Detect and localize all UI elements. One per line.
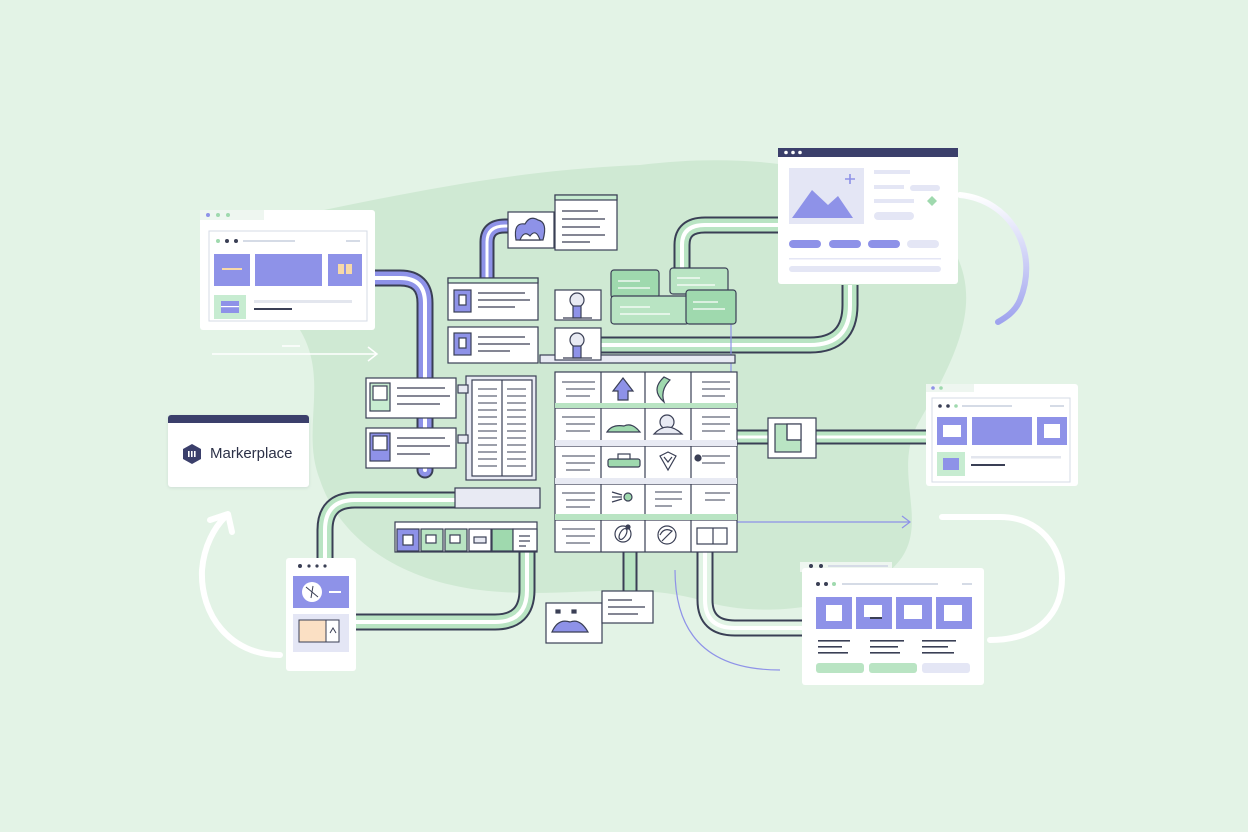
sparkle-icon (845, 174, 855, 184)
white-arc-right (957, 192, 1030, 325)
arrow-right-icon (736, 515, 911, 529)
grid-text-lines (562, 381, 730, 544)
chat-bubble-icon[interactable] (610, 267, 737, 325)
white-arc-left (198, 514, 283, 658)
diamond-icon[interactable] (659, 451, 677, 472)
image-icon[interactable] (507, 211, 555, 249)
person-icon[interactable] (554, 327, 602, 361)
central-framework (365, 194, 817, 644)
thumbnail-strip[interactable] (394, 521, 538, 553)
list-card[interactable] (554, 194, 618, 251)
circle-swirl-icon[interactable] (657, 525, 677, 545)
list-card[interactable] (601, 590, 654, 624)
list-card[interactable] (365, 377, 457, 419)
white-arc-bottom-right (939, 514, 1066, 643)
route-mint-bottom (355, 545, 536, 631)
arrow-right-icon (212, 345, 379, 362)
list-card[interactable] (447, 277, 539, 321)
arrow-up-icon[interactable] (611, 377, 635, 401)
person-icon[interactable] (652, 414, 684, 435)
list-card[interactable] (365, 427, 457, 469)
person-icon[interactable] (554, 289, 602, 321)
browser-card-bottom-right[interactable] (800, 562, 984, 685)
table-icon[interactable] (696, 527, 728, 545)
document-icon[interactable] (465, 375, 537, 481)
face-icon[interactable] (545, 602, 603, 644)
list-card[interactable] (447, 326, 539, 364)
connector-thin-violet (674, 569, 781, 671)
icon-grid (554, 371, 738, 553)
brand-name: Markerplace (210, 445, 293, 462)
browser-card-top-left[interactable] (200, 210, 375, 330)
brand-card-titlebar (168, 415, 309, 423)
white-arrowhead (207, 511, 235, 535)
cloud-icon[interactable] (605, 424, 642, 433)
route-mint-right-loop (600, 285, 859, 354)
dot-half-icon (694, 454, 702, 462)
leaf-icon[interactable] (656, 376, 672, 404)
mobile-card-bottom-left[interactable] (286, 558, 356, 671)
sparkle-icon (611, 491, 633, 503)
hexagon-logo-icon (183, 444, 201, 464)
route-mint-top-right (673, 216, 780, 275)
browser-card-top-right[interactable] (778, 148, 958, 284)
brand-card[interactable]: Markerplace (168, 415, 309, 487)
pill-icon[interactable] (607, 453, 641, 468)
paperclip-icon[interactable] (614, 524, 632, 543)
route-mint-bottom-right (696, 552, 805, 637)
mountain-image-icon (789, 168, 864, 224)
image-icon[interactable] (767, 417, 817, 459)
route-violet-left (363, 269, 434, 479)
route-mint-bottom-left (316, 491, 540, 560)
browser-card-right[interactable] (926, 384, 1078, 486)
route-violet-top (479, 218, 515, 278)
